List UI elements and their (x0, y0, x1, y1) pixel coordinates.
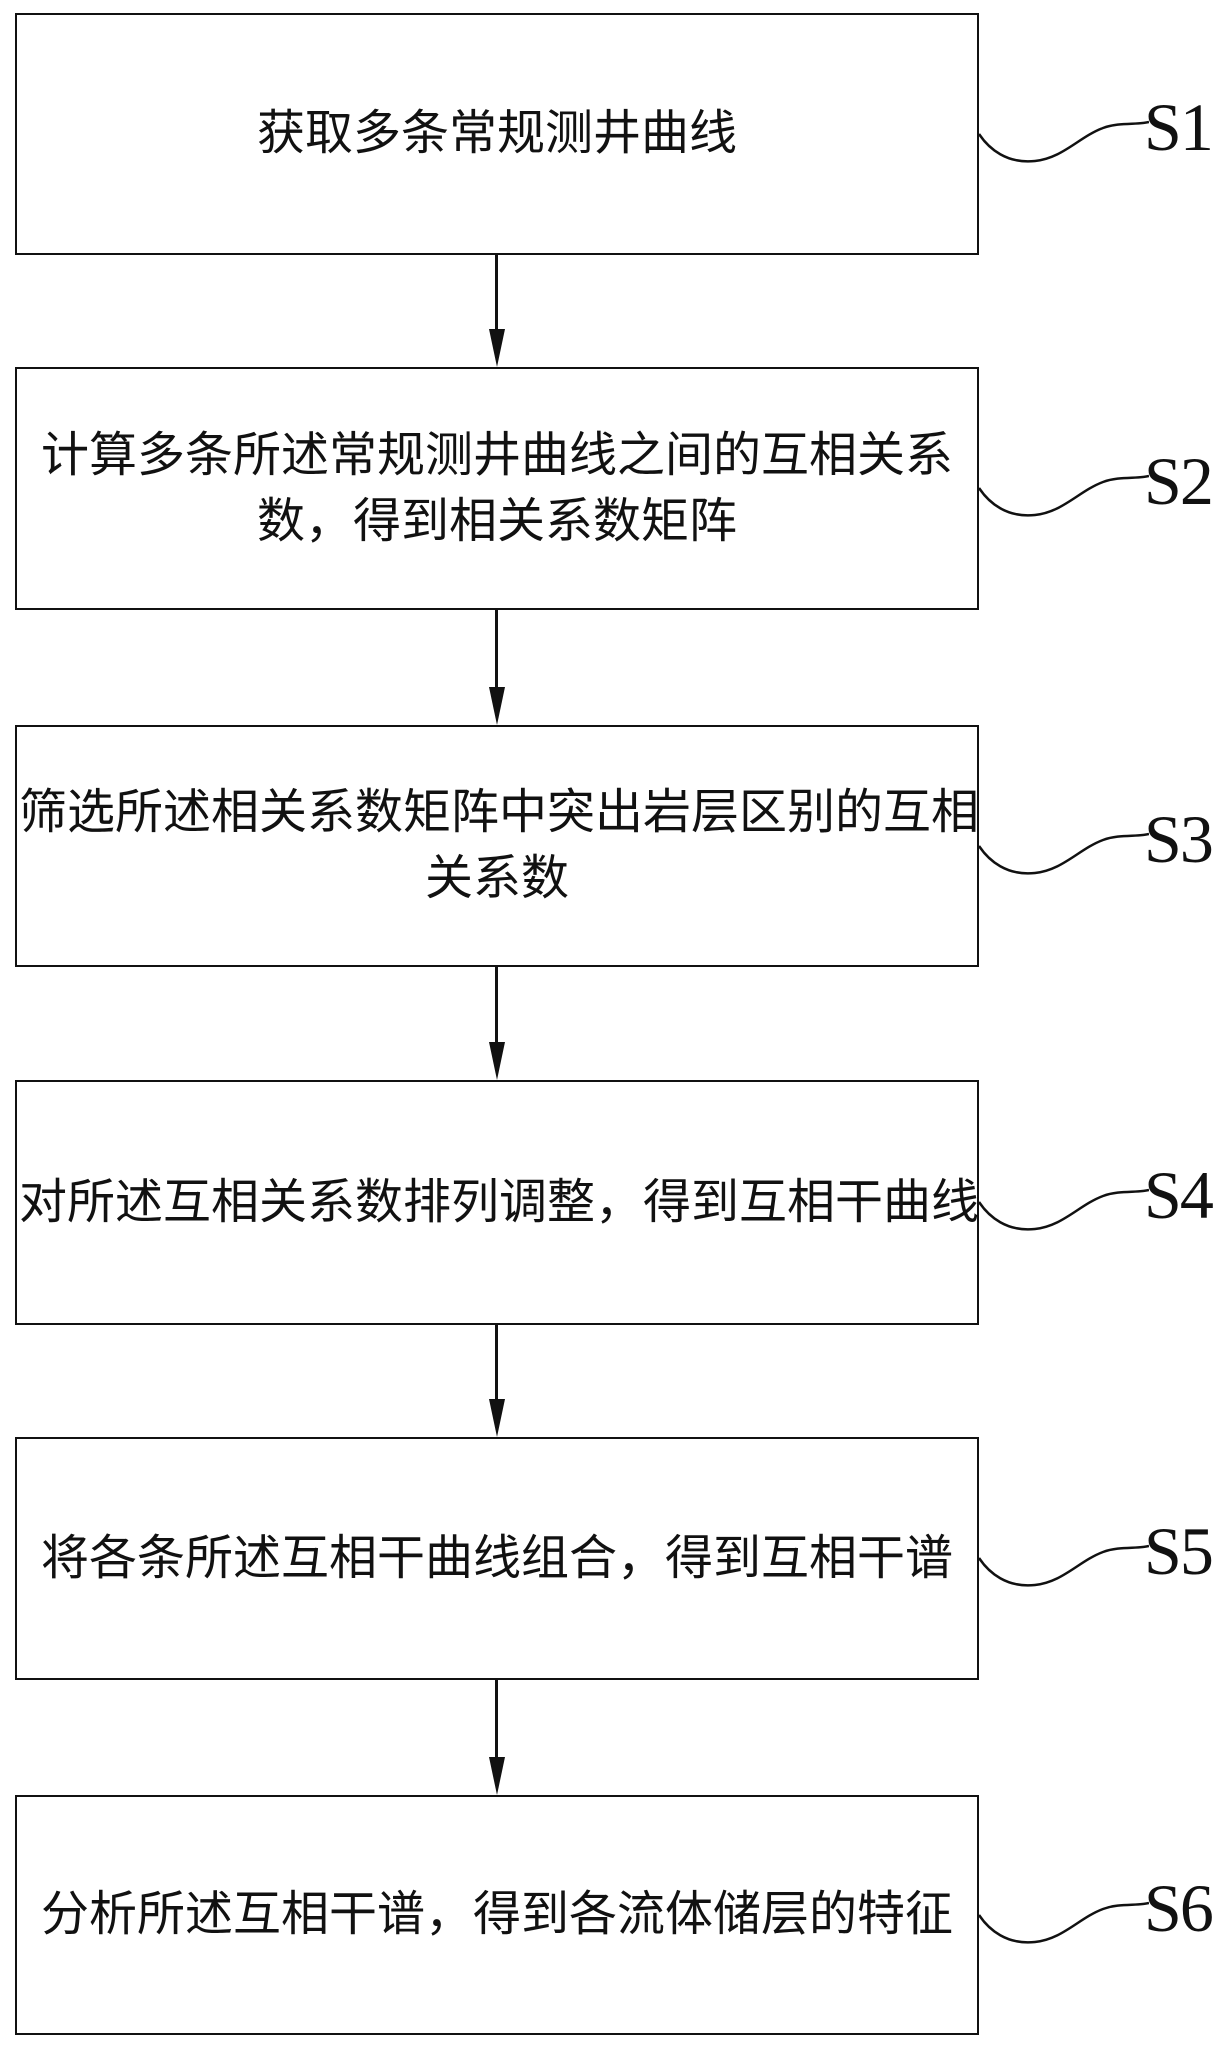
arrow-head (488, 329, 505, 367)
arrow-shaft (495, 610, 498, 687)
arrow-shaft (495, 1325, 498, 1399)
step-box-2: 计算多条所述常规测井曲线之间的互相关系 数，得到相关系数矩阵 (15, 367, 979, 610)
down-arrow-icon (480, 255, 513, 367)
leader-line-icon (979, 1544, 1149, 1587)
step-label: S2 (1144, 443, 1214, 519)
step-box-4: 对所述互相关系数排列调整，得到互相干曲线 (15, 1080, 979, 1325)
arrow-head (488, 1399, 505, 1437)
down-arrow-icon (480, 1680, 513, 1795)
leader-line-icon (979, 832, 1149, 875)
step-text: 将各条所述互相干曲线组合，得到互相干谱 (40, 1531, 953, 1585)
leader-line-icon (979, 474, 1149, 517)
step-box-3: 筛选所述相关系数矩阵中突出岩层区别的互相 关系数 (15, 725, 979, 967)
down-arrow-icon (480, 1325, 513, 1437)
step-label: S5 (1144, 1513, 1214, 1589)
step-label: S3 (1144, 801, 1214, 877)
down-arrow-icon (480, 967, 513, 1080)
step-box-6: 分析所述互相干谱，得到各流体储层的特征 (15, 1795, 979, 2035)
step-label: S1 (1144, 89, 1214, 165)
step-box-1: 获取多条常规测井曲线 (15, 13, 979, 255)
leader-line-icon (979, 120, 1149, 163)
step-text: 筛选所述相关系数矩阵中突出岩层区别的互相 (19, 786, 980, 839)
step-label: S4 (1144, 1157, 1214, 1233)
step-text: 分析所述互相干谱，得到各流体储层的特征 (40, 1888, 953, 1941)
step-text: 数，得到相关系数矩阵 (256, 494, 737, 548)
arrow-shaft (495, 1680, 498, 1757)
step-text: 对所述互相关系数排列调整，得到互相干曲线 (19, 1175, 980, 1229)
arrow-shaft (495, 967, 498, 1042)
arrow-head (488, 1042, 505, 1080)
leader-line-icon (979, 1901, 1149, 1944)
step-text: 计算多条所述常规测井曲线之间的互相关系 (40, 428, 953, 482)
leader-line-icon (979, 1188, 1149, 1231)
arrow-shaft (495, 255, 498, 329)
step-text: 获取多条常规测井曲线 (256, 107, 737, 160)
step-box-5: 将各条所述互相干曲线组合，得到互相干谱 (15, 1437, 979, 1680)
arrow-head (488, 1757, 505, 1795)
arrow-head (488, 687, 505, 725)
down-arrow-icon (480, 610, 513, 725)
step-label: S6 (1144, 1870, 1214, 1946)
step-text: 关系数 (424, 852, 569, 905)
